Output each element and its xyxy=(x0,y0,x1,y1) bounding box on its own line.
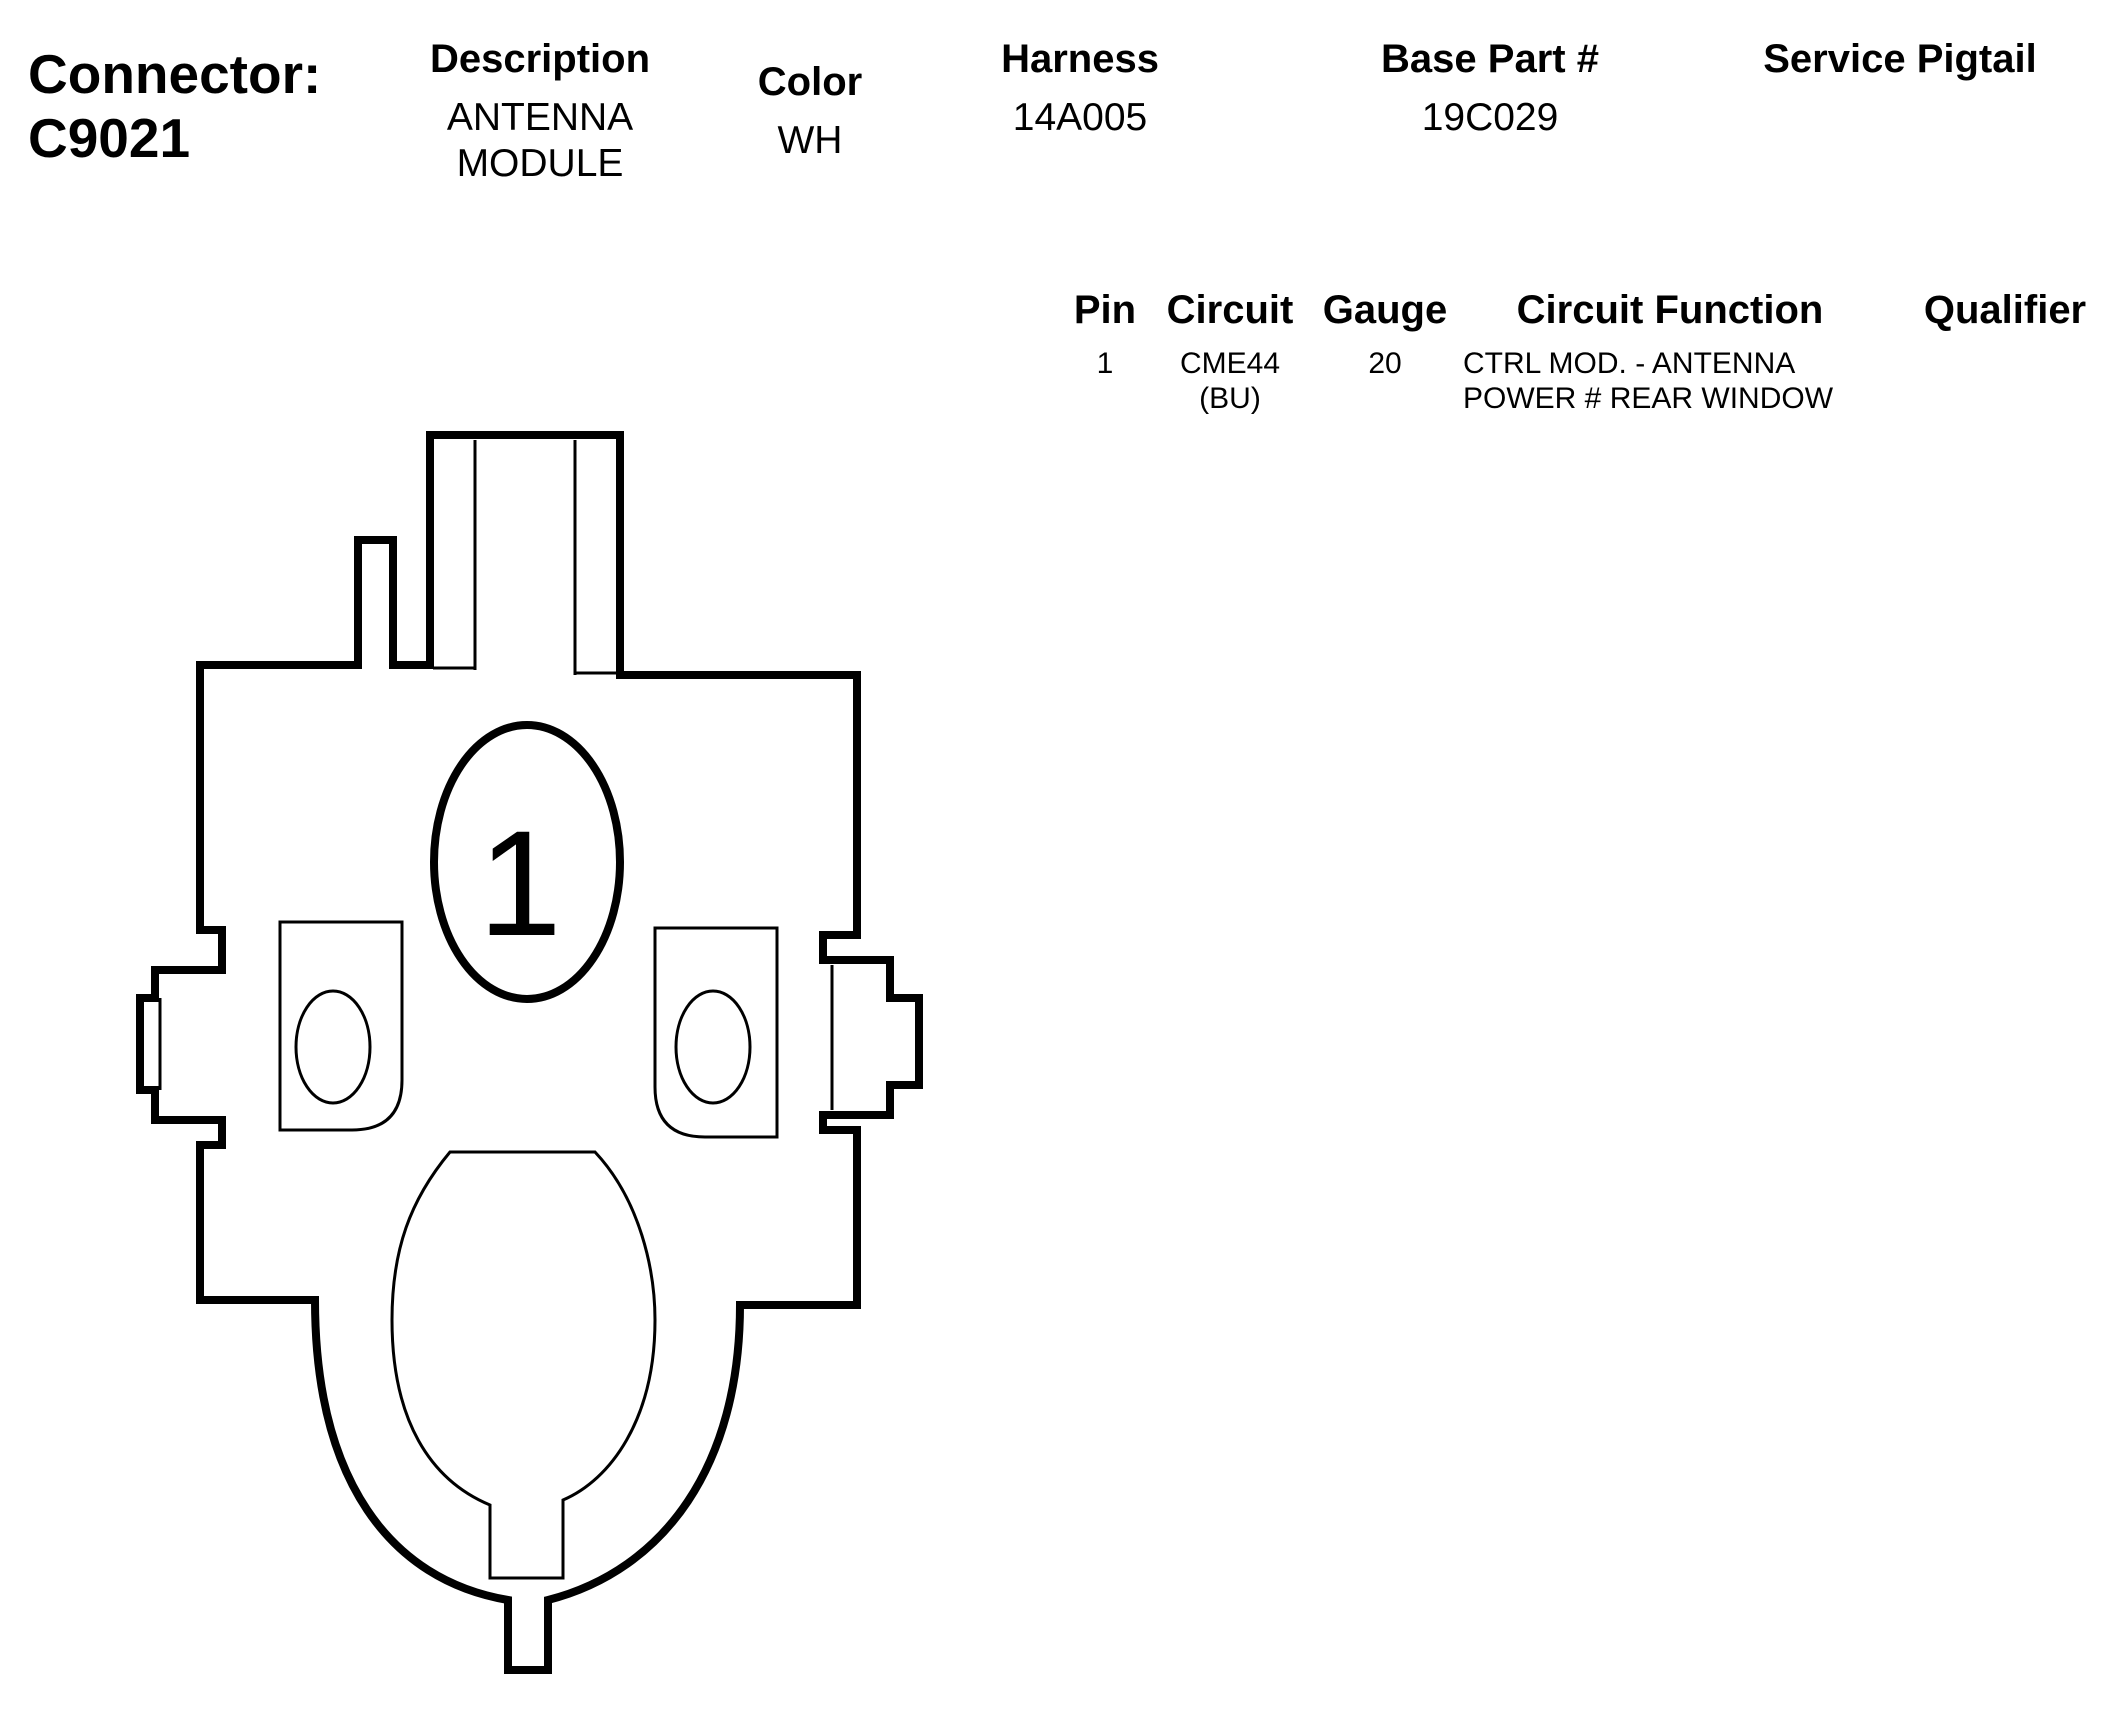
gauge-column-header: Gauge xyxy=(1322,288,1448,332)
circuit-function-column-header: Circuit Function xyxy=(1516,288,1824,332)
table-row-circuit-function: CTRL MOD. - ANTENNA POWER # REAR WINDOW xyxy=(1463,346,1883,416)
description-value-line-1: ANTENNA xyxy=(446,96,634,139)
connector-title: Connector: C9021 xyxy=(28,42,321,170)
base-part-label: Base Part # xyxy=(1381,37,1599,81)
description-label: Description xyxy=(429,37,651,81)
pin-1-cavity xyxy=(430,721,624,1003)
table-row-circuit: CME44 (BU) xyxy=(1150,346,1310,416)
service-pigtail-label: Service Pigtail xyxy=(1763,37,2037,81)
qualifier-column-header: Qualifier xyxy=(1923,288,2087,332)
harness-label: Harness xyxy=(1001,37,1159,81)
circuit-function-line-1: CTRL MOD. - ANTENNA xyxy=(1463,347,1796,380)
description-value: ANTENNA MODULE xyxy=(400,95,680,187)
circuit-function-line-2: POWER # REAR WINDOW xyxy=(1463,382,1834,415)
lower-keyhole-cavity xyxy=(390,1150,657,1580)
color-value: WH xyxy=(777,119,843,162)
connector-label: Connector: xyxy=(28,43,322,105)
circuit-line-1: CME44 xyxy=(1179,347,1281,380)
description-value-line-2: MODULE xyxy=(456,142,624,185)
table-row-gauge: 20 xyxy=(1368,347,1402,380)
base-part-value: 19C029 xyxy=(1421,96,1559,139)
circuit-column-header: Circuit xyxy=(1166,288,1294,332)
left-mounting-hole xyxy=(294,989,372,1105)
circuit-line-2: (BU) xyxy=(1199,382,1261,415)
right-mounting-hole xyxy=(674,989,752,1105)
connector-housing-outline xyxy=(136,431,923,1674)
pin-1-label: 1 xyxy=(478,799,561,967)
pin-column-header: Pin xyxy=(1073,288,1137,332)
color-label: Color xyxy=(757,60,863,104)
connector-id: C9021 xyxy=(28,107,191,169)
harness-value: 14A005 xyxy=(1012,96,1148,139)
table-row-pin: 1 xyxy=(1096,347,1114,380)
